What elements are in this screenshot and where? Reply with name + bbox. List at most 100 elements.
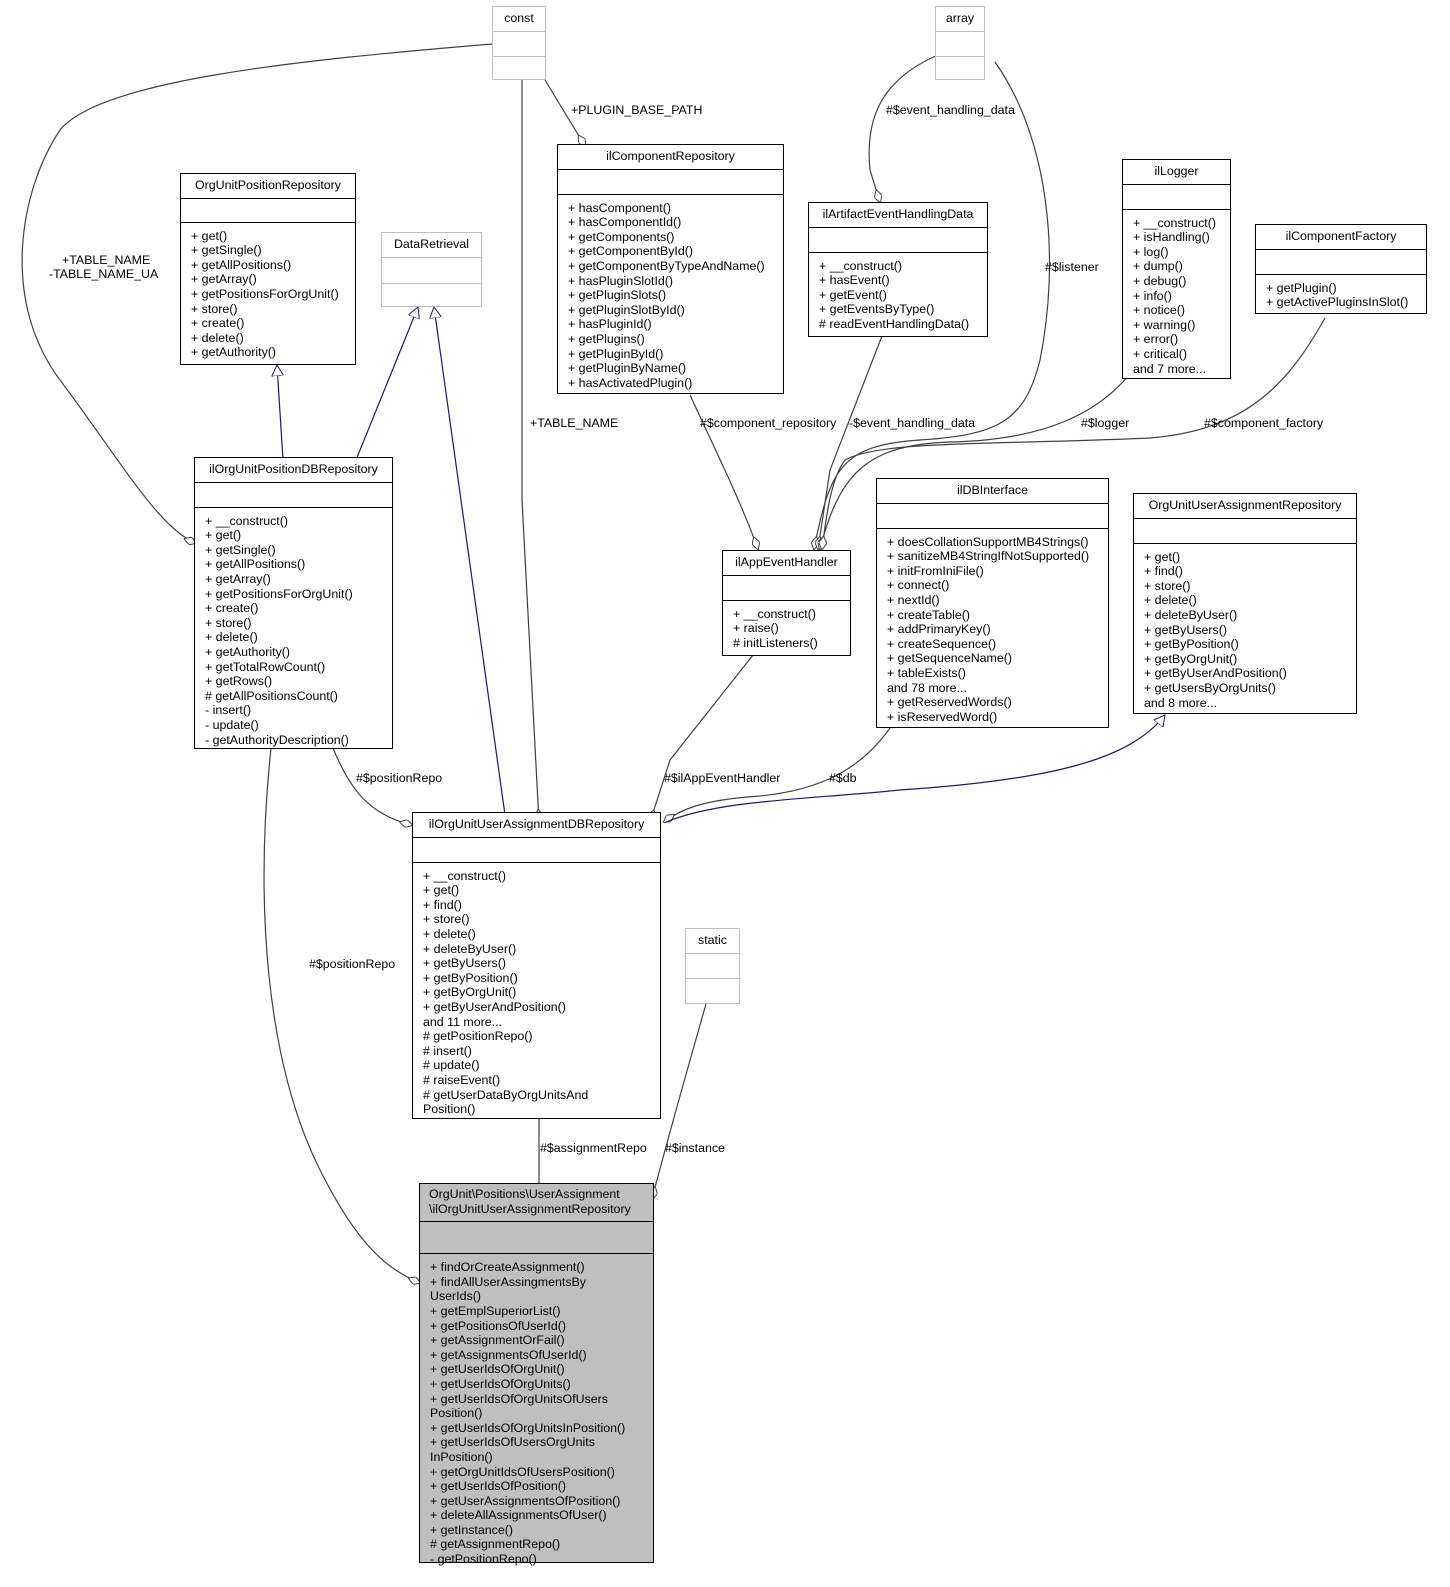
operation: + delete() — [191, 330, 244, 345]
operation: + store() — [205, 615, 252, 630]
operation: - update() — [205, 717, 259, 732]
edge-label-listener: #$listener — [1045, 260, 1099, 274]
class-title: ilAppEventHandler — [723, 551, 850, 576]
class-title: ilOrgUnitPositionDBRepository — [195, 458, 392, 483]
operation: Position() — [430, 1406, 483, 1421]
class-il-component-repository[interactable]: ilComponentRepository + hasComponent()+ … — [557, 144, 784, 394]
operations-list: + getPlugin()+ getActivePluginsInSlot() — [1256, 275, 1426, 313]
operation: + getAllPositions() — [205, 557, 306, 572]
operation: + getArray() — [191, 272, 257, 287]
operation: + getSingle() — [205, 542, 276, 557]
operations-list: + __construct()+ isHandling()+ log()+ du… — [1123, 210, 1230, 380]
edge-label-event-handling-data-hash: #$event_handling_data — [886, 103, 1015, 117]
class-array[interactable]: array — [935, 6, 985, 80]
edge-label-table-name-ua: -TABLE_NAME_UA — [49, 267, 159, 281]
edge-inherit-position-db-repo — [277, 365, 283, 461]
operation: # getPositionRepo() — [423, 1029, 533, 1044]
edge-label-position-repo-1: #$positionRepo — [356, 771, 443, 785]
operation: + getAuthority() — [205, 644, 291, 659]
edge-label-il-app-event-handler: #$ilAppEventHandler — [664, 771, 781, 785]
operation: + getArray() — [205, 571, 271, 586]
operation: + getByPosition() — [1144, 637, 1239, 652]
operations-list: + get()+ getSingle()+ getAllPositions()+… — [181, 223, 355, 363]
class-title: ilLogger — [1123, 160, 1230, 185]
operation: - insert() — [205, 703, 252, 718]
operation: + getPluginSlotById() — [568, 302, 685, 317]
edge-label-component-factory: #$component_factory — [1204, 416, 1324, 430]
operation: + delete() — [1144, 593, 1197, 608]
class-title-line2: \ilOrgUnitUserAssignmentRepository — [429, 1201, 631, 1216]
operation: # insert() — [423, 1043, 472, 1058]
operation: + createTable() — [887, 607, 970, 622]
operation: + doesCollationSupportMB4Strings() — [887, 534, 1089, 549]
operation: + getSequenceName() — [887, 651, 1013, 666]
class-il-app-event-handler[interactable]: ilAppEventHandler + __construct()+ raise… — [722, 550, 851, 656]
operations-list: + hasComponent()+ hasComponentId()+ getC… — [558, 195, 783, 394]
operation: + hasPluginSlotId() — [568, 273, 674, 288]
class-il-logger[interactable]: ilLogger + __construct()+ isHandling()+ … — [1122, 159, 1231, 379]
operation: + getUsersByOrgUnits() — [1144, 680, 1276, 695]
class-dataretrieval[interactable]: DataRetrieval — [381, 232, 482, 307]
class-orgunit-position-repository[interactable]: OrgUnitPositionRepository + get()+ getSi… — [180, 173, 356, 365]
class-il-artifact-event-handling-data[interactable]: ilArtifactEventHandlingData + __construc… — [808, 202, 988, 337]
edge-position-db-main — [263, 747, 420, 1283]
operation: # readEventHandlingData() — [819, 316, 970, 331]
operation: + notice() — [1133, 303, 1185, 318]
operation: + getUserIdsOfOrgUnit() — [430, 1362, 565, 1377]
operation: + __construct() — [733, 606, 816, 621]
class-title: OrgUnitUserAssignmentRepository — [1134, 494, 1356, 519]
edge-label-assignment-repo: #$assignmentRepo — [540, 1141, 647, 1155]
operation: + __construct() — [423, 868, 506, 883]
operation: + getUserIdsOfPosition() — [430, 1479, 567, 1494]
operation: + createSequence() — [887, 636, 997, 651]
operation: + getUserIdsOfOrgUnitsOfUsers — [430, 1391, 608, 1406]
operation: # initListeners() — [733, 635, 818, 650]
operation: + store() — [1144, 578, 1191, 593]
operation: + getEventsByType() — [819, 302, 935, 317]
operation: + getPluginById() — [568, 346, 664, 361]
operation: + getPlugin() — [1266, 280, 1337, 295]
class-title: ilOrgUnitUserAssignmentDBRepository — [413, 813, 660, 838]
class-il-orgunit-position-db-repository[interactable]: ilOrgUnitPositionDBRepository + __constr… — [194, 457, 393, 749]
edge-inherit-position-db-dataretrieval — [355, 307, 418, 461]
operation: + get() — [205, 528, 242, 543]
operation: + findOrCreateAssignment() — [430, 1260, 585, 1275]
operation: and 78 more... — [887, 680, 967, 695]
edge-inherit-assignment-db-user-assign-repo — [665, 715, 1165, 823]
class-il-db-interface[interactable]: ilDBInterface + doesCollationSupportMB4S… — [876, 478, 1109, 728]
edge-component-repo-app-handler — [689, 394, 758, 549]
class-il-orgunit-user-assignment-db-repository[interactable]: ilOrgUnitUserAssignmentDBRepository + __… — [412, 812, 661, 1119]
operation: + __construct() — [819, 258, 902, 273]
operation: + getByUsers() — [423, 956, 506, 971]
operation: + __construct() — [1133, 215, 1216, 230]
edge-label-component-repository: #$component_repository — [700, 416, 837, 430]
operations-list: + __construct()+ raise()# initListeners(… — [723, 601, 850, 654]
class-static[interactable]: static — [685, 928, 740, 1004]
class-il-component-factory[interactable]: ilComponentFactory + getPlugin()+ getAct… — [1255, 224, 1427, 314]
operation: # getAllPositionsCount() — [205, 688, 338, 703]
edge-logger-app-handler — [820, 373, 1131, 549]
operation: + dump() — [1133, 259, 1183, 274]
operation: + getByUserAndPosition() — [423, 999, 566, 1014]
edge-db-interface-assignment-db — [664, 727, 891, 822]
operation: + hasPluginId() — [568, 317, 652, 332]
edge-label-instance: #$instance — [665, 1141, 725, 1155]
operation: + store() — [191, 301, 238, 316]
operation: + addPrimaryKey() — [887, 622, 991, 637]
edge-label-table-name-2: +TABLE_NAME — [530, 416, 619, 430]
edge-label-position-repo-2: #$positionRepo — [309, 957, 396, 971]
class-main-il-orgunit-user-assignment-repository[interactable]: OrgUnit\Positions\UserAssignment \ilOrgU… — [419, 1183, 654, 1566]
operation: + getUserAssignmentsOfPosition() — [430, 1493, 621, 1508]
class-orgunit-user-assignment-repository[interactable]: OrgUnitUserAssignmentRepository + get() +… — [1133, 493, 1357, 714]
operation: + tableExists() — [887, 665, 966, 680]
class-dataretrieval-title: DataRetrieval — [382, 233, 481, 258]
operation: # getAssignmentRepo() — [430, 1537, 561, 1552]
class-array-title: array — [936, 7, 984, 32]
operations-list: + doesCollationSupportMB4Strings()+ sani… — [877, 529, 1108, 728]
operation: + getAssignmentsOfUserId() — [430, 1347, 587, 1362]
operation: Position() — [423, 1102, 476, 1117]
operation: + isReservedWord() — [887, 709, 998, 724]
class-const[interactable]: const — [492, 6, 546, 80]
operation: + getComponents() — [568, 229, 675, 244]
operation: + get() — [1144, 549, 1181, 564]
